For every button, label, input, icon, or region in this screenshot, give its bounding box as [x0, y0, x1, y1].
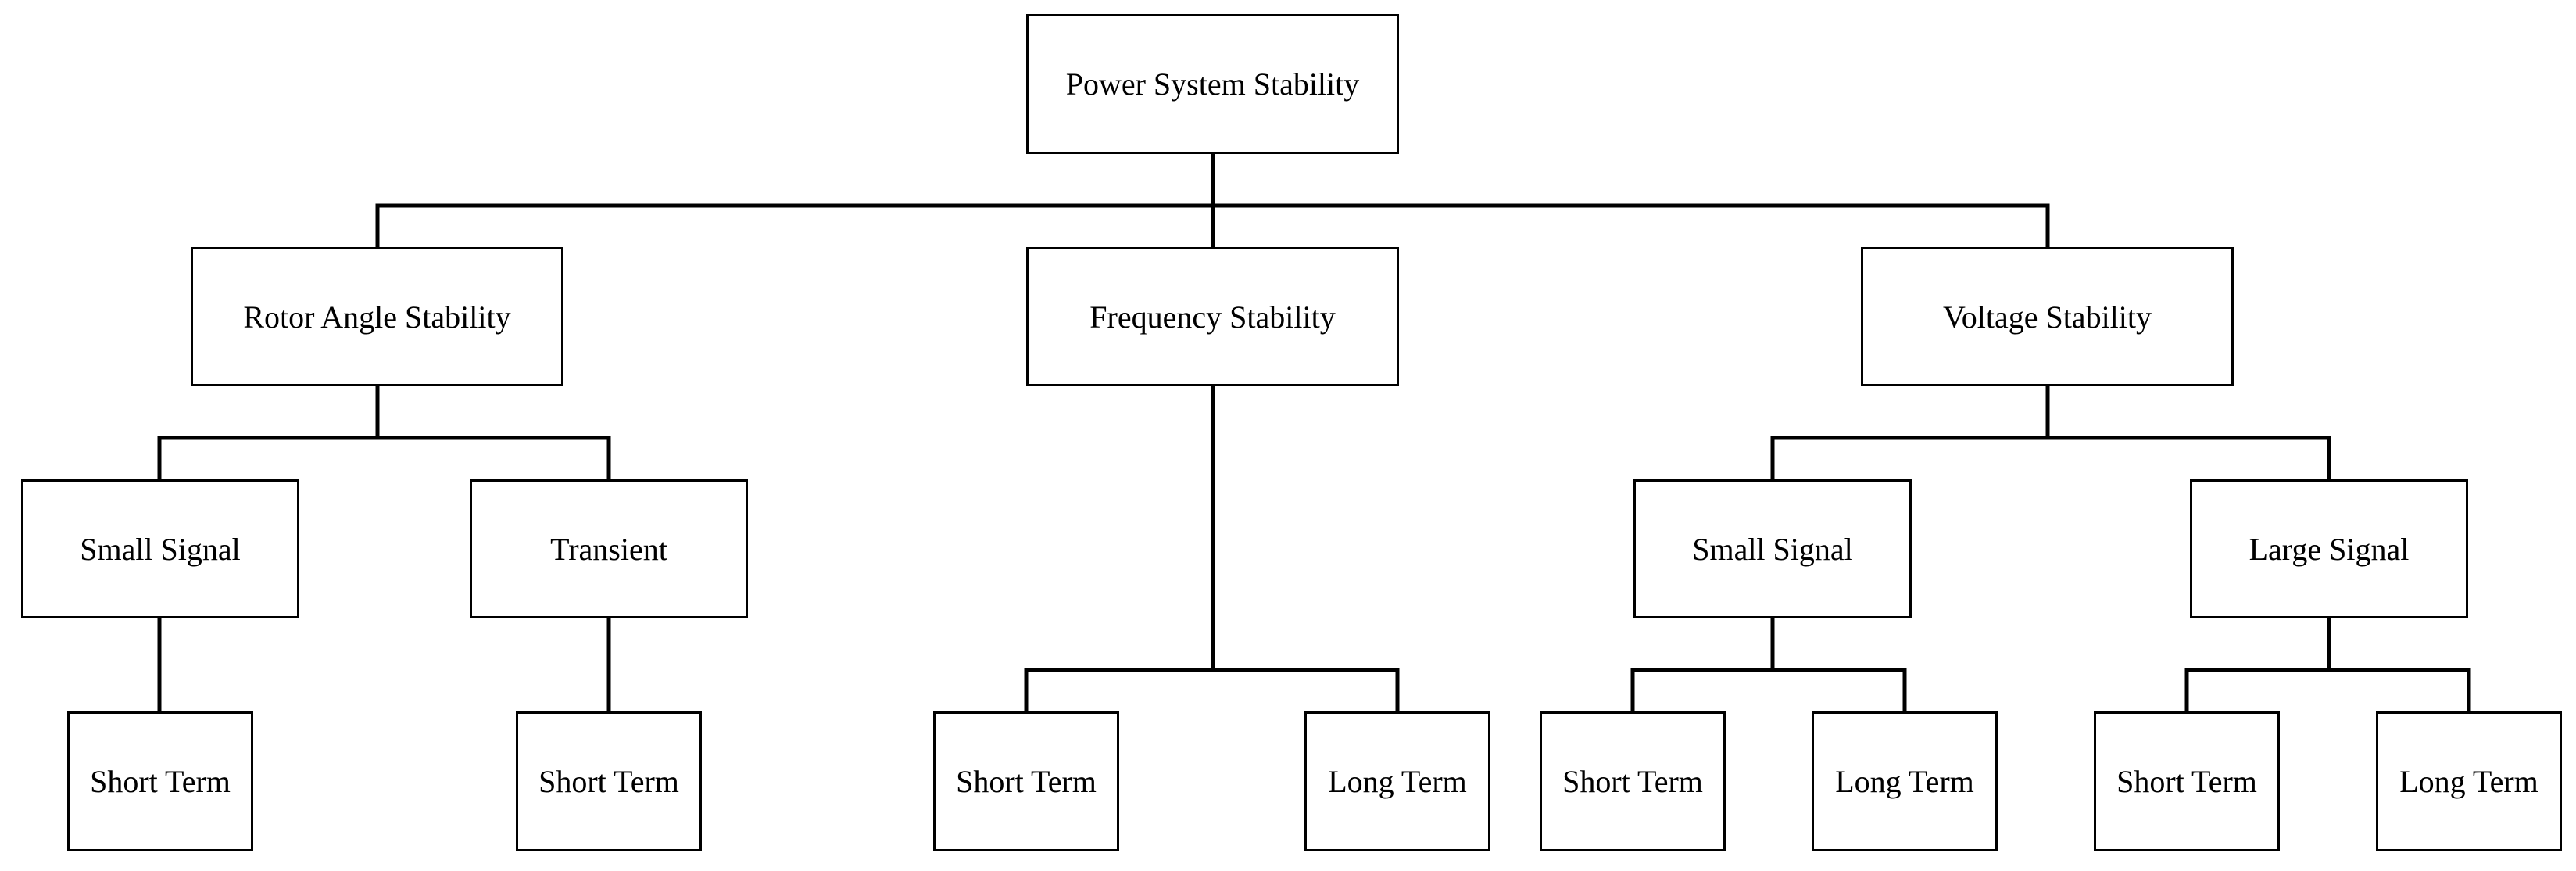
node-label: Long Term [1835, 764, 1974, 799]
node-frequency-short-term: Short Term [933, 711, 1119, 851]
node-label: Voltage Stability [1942, 299, 2152, 335]
node-label: Small Signal [1692, 531, 1853, 567]
node-frequency-stability: Frequency Stability [1026, 247, 1399, 386]
node-label: Short Term [956, 764, 1097, 799]
node-label: Long Term [1328, 764, 1467, 799]
node-voltage-large-signal: Large Signal [2190, 479, 2468, 618]
node-frequency-long-term: Long Term [1304, 711, 1490, 851]
node-label: Short Term [2116, 764, 2257, 799]
node-label: Short Term [538, 764, 679, 799]
node-voltage-stability: Voltage Stability [1861, 247, 2234, 386]
node-rotor-transient: Transient [470, 479, 748, 618]
node-label: Frequency Stability [1089, 299, 1336, 335]
node-label: Power System Stability [1065, 66, 1360, 102]
node-label: Short Term [90, 764, 231, 799]
node-voltage-small-signal-long-term: Long Term [1812, 711, 1998, 851]
node-voltage-large-signal-short-term: Short Term [2094, 711, 2280, 851]
node-voltage-large-signal-long-term: Long Term [2376, 711, 2562, 851]
node-label: Rotor Angle Stability [243, 299, 511, 335]
node-voltage-small-signal: Small Signal [1633, 479, 1912, 618]
node-label: Transient [550, 531, 667, 567]
node-rotor-small-signal-short-term: Short Term [67, 711, 253, 851]
node-rotor-small-signal: Small Signal [21, 479, 299, 618]
node-label: Large Signal [2249, 531, 2410, 567]
node-label: Short Term [1562, 764, 1703, 799]
node-label: Small Signal [80, 531, 241, 567]
node-power-system-stability: Power System Stability [1026, 14, 1399, 154]
node-rotor-transient-short-term: Short Term [516, 711, 702, 851]
node-rotor-angle-stability: Rotor Angle Stability [191, 247, 564, 386]
node-label: Long Term [2399, 764, 2538, 799]
node-voltage-small-signal-short-term: Short Term [1540, 711, 1726, 851]
